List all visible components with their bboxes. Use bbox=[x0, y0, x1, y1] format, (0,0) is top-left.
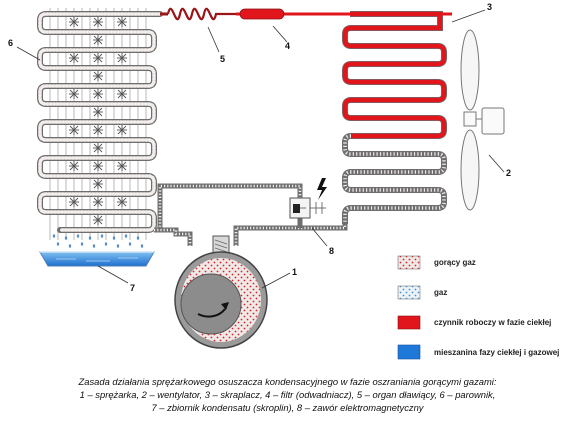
callout-leaders bbox=[16, 9, 505, 289]
frost-crystal-icon bbox=[93, 125, 103, 135]
legend-label-gas: gaz bbox=[434, 288, 447, 297]
water-drop bbox=[52, 234, 56, 238]
water-drop bbox=[76, 234, 80, 238]
water-drop bbox=[116, 244, 120, 248]
caption-line-3: 7 – zbiornik kondensatu (skroplin), 8 – … bbox=[151, 402, 424, 413]
frost-crystal-icon bbox=[69, 197, 79, 207]
legend-label-hot-gas: gorący gaz bbox=[434, 258, 476, 267]
frost-crystal-icon bbox=[93, 107, 103, 117]
frost-crystal-icon bbox=[93, 53, 103, 63]
frost-crystal-icon bbox=[93, 215, 103, 225]
frost-crystal-icon bbox=[117, 89, 127, 99]
callout-7: 7 bbox=[130, 283, 135, 293]
legend-swatch-hot-gas bbox=[397, 255, 421, 270]
legend-swatch-gas bbox=[397, 285, 421, 300]
condenser bbox=[342, 11, 452, 224]
callout-8: 8 bbox=[329, 246, 334, 256]
fan bbox=[460, 29, 505, 211]
legend-swatch-liquid bbox=[397, 315, 421, 330]
water-drop bbox=[128, 242, 132, 246]
water-drop bbox=[140, 244, 144, 248]
legend-swatch-mixture bbox=[397, 344, 421, 360]
solenoid-valve bbox=[289, 178, 327, 219]
legend: gorący gaz gaz czynnik roboczy w fazie c… bbox=[397, 255, 559, 360]
callout-3: 3 bbox=[487, 2, 492, 12]
lightning-icon bbox=[317, 178, 327, 200]
water-drop bbox=[64, 236, 68, 240]
callout-4: 4 bbox=[285, 41, 290, 51]
frost-crystal-icon bbox=[69, 89, 79, 99]
frost-crystals bbox=[69, 17, 127, 225]
water-drop bbox=[104, 242, 108, 246]
frost-crystal-icon bbox=[69, 53, 79, 63]
frost-crystal-icon bbox=[93, 143, 103, 153]
water-drop bbox=[88, 236, 92, 240]
frost-crystal-icon bbox=[117, 17, 127, 27]
water-drop bbox=[112, 236, 116, 240]
frost-crystal-icon bbox=[93, 89, 103, 99]
frost-crystal-icon bbox=[69, 125, 79, 135]
water-drop bbox=[124, 234, 128, 238]
water-drop bbox=[136, 236, 140, 240]
dehumidifier-diagram: 1 2 3 4 5 6 7 8 gorący gaz gaz czynnik r… bbox=[8, 2, 559, 360]
frost-crystal-icon bbox=[69, 161, 79, 171]
callout-labels: 1 2 3 4 5 6 7 8 bbox=[8, 2, 511, 293]
frost-crystal-icon bbox=[93, 17, 103, 27]
condensate-tank bbox=[39, 251, 155, 267]
water-drop bbox=[56, 242, 60, 246]
frost-crystal-icon bbox=[93, 197, 103, 207]
pipes bbox=[154, 12, 348, 246]
evaporator bbox=[37, 8, 163, 248]
callout-2: 2 bbox=[506, 168, 511, 178]
frost-crystal-icon bbox=[117, 197, 127, 207]
legend-label-mixture: mieszanina fazy ciekłej i gazowej bbox=[434, 348, 559, 357]
frost-crystal-icon bbox=[117, 161, 127, 171]
compressor bbox=[174, 235, 268, 349]
frost-crystal-icon bbox=[117, 125, 127, 135]
frost-crystal-icon bbox=[93, 71, 103, 81]
evaporator-coil-inner bbox=[38, 12, 162, 232]
water-drop bbox=[80, 242, 84, 246]
condensate-drops bbox=[52, 234, 144, 248]
water-drop bbox=[100, 234, 104, 238]
caption-line-1: Zasada działania sprężarkowego osuszacza… bbox=[78, 376, 497, 387]
legend-label-liquid: czynnik roboczy w fazie ciekłej bbox=[434, 318, 551, 327]
throttle-coil bbox=[166, 7, 236, 21]
callout-6: 6 bbox=[8, 38, 13, 48]
water-drop bbox=[92, 244, 96, 248]
frost-crystal-icon bbox=[93, 35, 103, 45]
frost-crystal-icon bbox=[69, 17, 79, 27]
frost-crystal-icon bbox=[117, 53, 127, 63]
caption: Zasada działania sprężarkowego osuszacza… bbox=[0, 375, 575, 414]
filter-drier bbox=[236, 8, 350, 20]
caption-line-2: 1 – sprężarka, 2 – wentylator, 3 – skrap… bbox=[79, 389, 496, 400]
frost-crystal-icon bbox=[93, 161, 103, 171]
frost-crystal-icon bbox=[93, 179, 103, 189]
water-drop bbox=[68, 244, 72, 248]
callout-5: 5 bbox=[220, 54, 225, 64]
callout-1: 1 bbox=[292, 267, 297, 277]
